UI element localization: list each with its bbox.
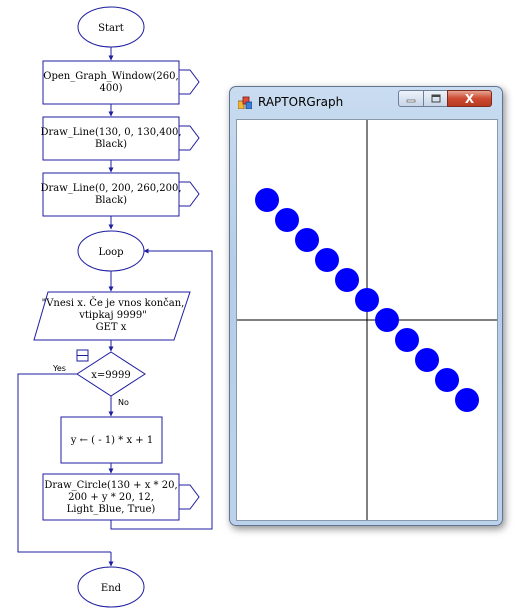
yes-label: Yes bbox=[52, 364, 66, 373]
input-box[interactable] bbox=[33, 291, 191, 341]
draw-line-2-box[interactable] bbox=[42, 172, 180, 217]
plotted-circle bbox=[355, 288, 379, 312]
output-arrow-icon bbox=[179, 484, 200, 510]
graph-drawing bbox=[237, 120, 497, 520]
maximize-button[interactable] bbox=[423, 90, 448, 107]
plotted-circle bbox=[375, 308, 399, 332]
end-terminal[interactable] bbox=[77, 566, 145, 608]
open-graph-window-box[interactable] bbox=[42, 60, 180, 105]
open-graph-window-line-2: 400) bbox=[100, 83, 123, 94]
decision-label: x=9999 bbox=[91, 370, 130, 381]
plotted-circle bbox=[255, 188, 279, 212]
draw-line-1-text-1: Draw_Line(130, 0, 130,400, bbox=[40, 127, 181, 138]
end-label: End bbox=[101, 583, 122, 594]
loop-back-line bbox=[110, 248, 213, 530]
assignment-label: y ← ( - 1) * x + 1 bbox=[70, 435, 153, 446]
yes-branch-line bbox=[17, 373, 111, 553]
plotted-circle bbox=[435, 368, 459, 392]
maximize-icon bbox=[431, 94, 440, 103]
window-title: RAPTORGraph bbox=[258, 95, 344, 109]
plotted-circle bbox=[395, 328, 419, 352]
loop-label: Loop bbox=[98, 247, 123, 258]
input-prompt-line-2: vtipkaj 9999" bbox=[78, 310, 147, 321]
minimize-button[interactable] bbox=[398, 90, 424, 107]
app-icon bbox=[238, 96, 252, 109]
draw-circle-text-3: Light_Blue, True) bbox=[67, 504, 156, 515]
draw-line-2-text-1: Draw_Line(0, 200, 260,200, bbox=[40, 183, 181, 194]
plotted-circle bbox=[315, 248, 339, 272]
plotted-circle bbox=[275, 208, 299, 232]
start-label: Start bbox=[98, 23, 124, 34]
title-bar[interactable]: RAPTORGraph X bbox=[230, 87, 502, 117]
open-graph-window-line-1: Open_Graph_Window(260, bbox=[43, 71, 178, 82]
draw-circle-text-2: 200 + y * 20, 12, bbox=[68, 492, 154, 503]
output-arrow-icon bbox=[179, 181, 200, 207]
plotted-circle bbox=[415, 348, 439, 372]
close-button[interactable]: X bbox=[447, 90, 492, 107]
close-icon: X bbox=[464, 91, 475, 106]
graph-canvas[interactable] bbox=[236, 119, 498, 521]
plotted-circle bbox=[335, 268, 359, 292]
plotted-circle bbox=[455, 388, 479, 412]
output-arrow-icon bbox=[179, 69, 200, 95]
draw-circle-box[interactable] bbox=[42, 473, 180, 521]
draw-line-2-text-2: Black) bbox=[95, 195, 127, 206]
input-prompt-line-1: "Vnesi x. Če je vnos končan, bbox=[42, 297, 185, 309]
input-get-text: GET x bbox=[96, 322, 127, 333]
plotted-circle bbox=[295, 228, 319, 252]
draw-circle-text-1: Draw_Circle(130 + x * 20, bbox=[44, 480, 177, 491]
draw-line-1-box[interactable] bbox=[42, 116, 180, 161]
minimize-icon bbox=[406, 99, 416, 102]
draw-line-1-text-2: Black) bbox=[95, 139, 127, 150]
raptor-graph-window[interactable]: RAPTORGraph X bbox=[229, 86, 503, 526]
output-arrow-icon bbox=[179, 125, 200, 151]
assignment-box[interactable] bbox=[60, 416, 163, 464]
no-label: No bbox=[118, 398, 129, 407]
